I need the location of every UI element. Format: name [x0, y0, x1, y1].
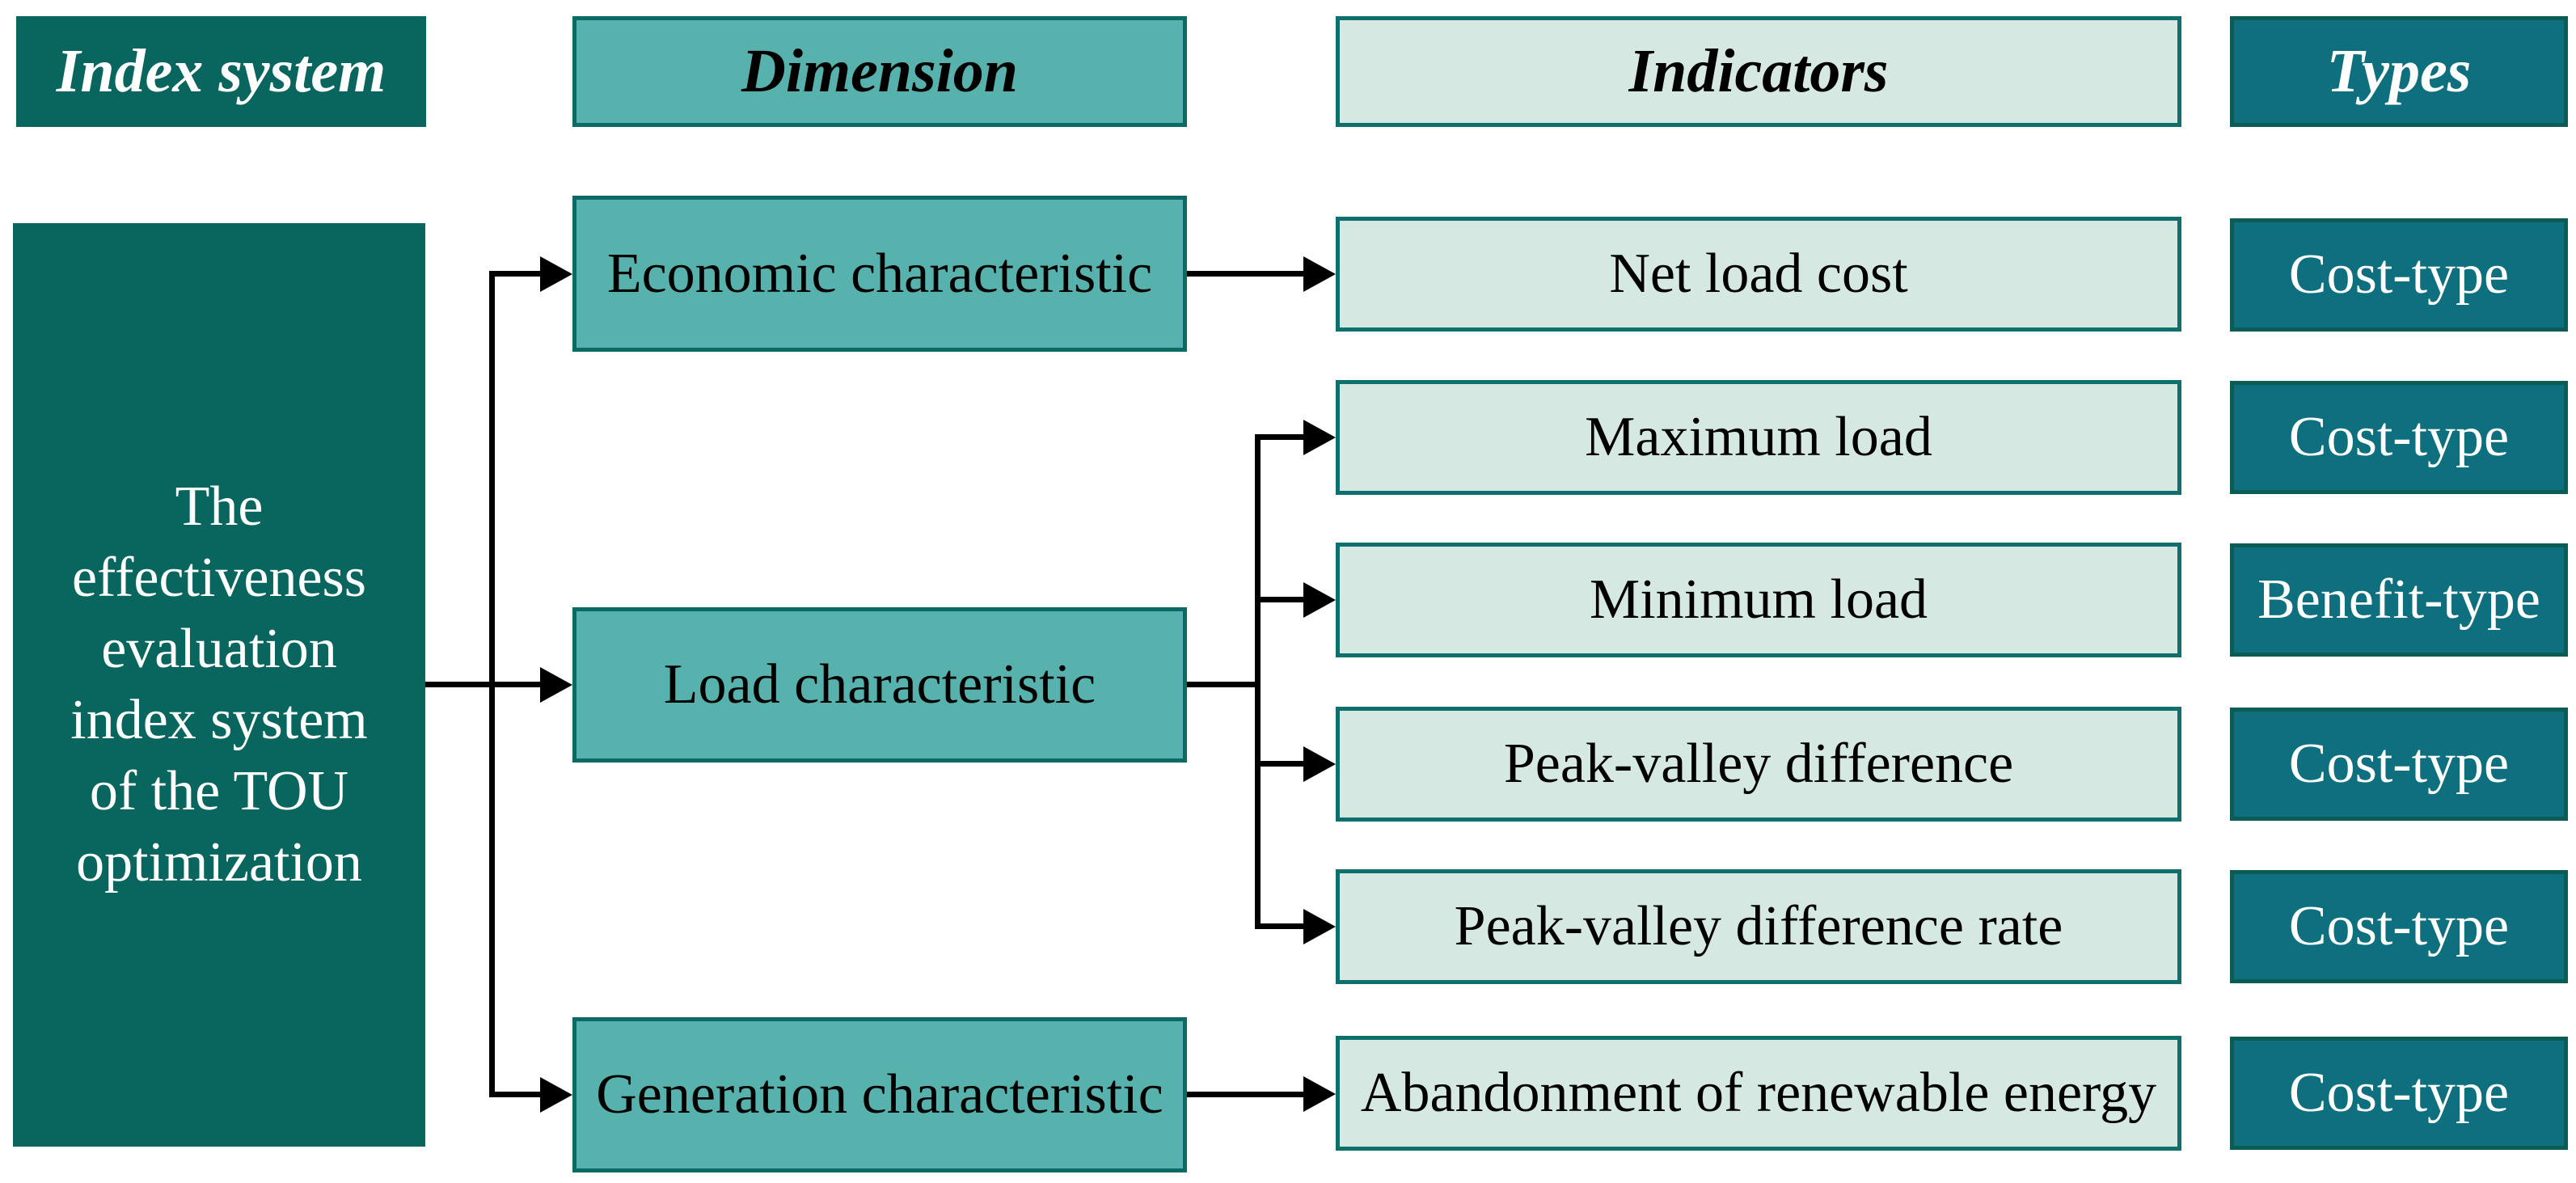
- type-node-peak-valley-difference: Cost-type: [2230, 708, 2568, 821]
- header-dimension: Dimension: [572, 16, 1187, 127]
- arrowhead-maximum-load: [1303, 420, 1336, 455]
- dimension-node-load: Load characteristic: [572, 607, 1187, 763]
- connector-root-trunk: [489, 271, 495, 1097]
- connector-root-out: [425, 682, 543, 687]
- header-index-system: Index system: [16, 16, 426, 127]
- arrowhead-generation: [540, 1077, 572, 1113]
- connector-to-peak-valley-difference-rate: [1255, 923, 1307, 929]
- connector-to-generation: [489, 1092, 543, 1097]
- root-label-line: of the TOU: [89, 760, 349, 822]
- header-indicators: Indicators: [1336, 16, 2181, 127]
- type-node-minimum-load: Benefit-type: [2230, 543, 2568, 657]
- indicator-node-maximum-load: Maximum load: [1336, 380, 2181, 495]
- connector-economic-to-net-load-cost: [1187, 271, 1307, 277]
- indicator-node-net-load-cost: Net load cost: [1336, 217, 2181, 332]
- arrowhead-economic: [540, 256, 572, 292]
- type-node-abandonment-renewable-energy: Cost-type: [2230, 1037, 2568, 1150]
- connector-to-economic: [489, 271, 543, 277]
- header-types: Types: [2230, 16, 2568, 127]
- root-label-line: index system: [70, 689, 368, 751]
- arrowhead-peak-valley-difference: [1303, 746, 1336, 782]
- arrowhead-abandonment: [1303, 1076, 1336, 1112]
- indicator-node-minimum-load: Minimum load: [1336, 543, 2181, 657]
- connector-to-maximum-load: [1255, 434, 1307, 440]
- indicator-node-peak-valley-difference: Peak-valley difference: [1336, 707, 2181, 822]
- indicator-node-abandonment-renewable-energy: Abandonment of renewable energy: [1336, 1036, 2181, 1151]
- type-node-peak-valley-difference-rate: Cost-type: [2230, 870, 2568, 983]
- connector-generation-to-abandonment: [1187, 1092, 1307, 1097]
- arrowhead-minimum-load: [1303, 582, 1336, 618]
- root-node-label: The effectiveness evaluation index syste…: [70, 471, 367, 898]
- root-label-line: effectiveness: [71, 547, 367, 609]
- arrowhead-net-load-cost: [1303, 256, 1336, 292]
- type-node-net-load-cost: Cost-type: [2230, 218, 2568, 332]
- arrowhead-peak-valley-difference-rate: [1303, 909, 1336, 944]
- connector-load-trunk: [1255, 434, 1261, 929]
- connector-to-peak-valley-difference: [1255, 761, 1307, 767]
- dimension-node-generation: Generation characteristic: [572, 1017, 1187, 1172]
- root-label-line: evaluation: [101, 618, 337, 680]
- type-node-maximum-load: Cost-type: [2230, 381, 2568, 494]
- connector-to-minimum-load: [1255, 597, 1307, 602]
- dimension-node-economic: Economic characteristic: [572, 196, 1187, 352]
- root-label-line: optimization: [76, 831, 362, 894]
- indicator-node-peak-valley-difference-rate: Peak-valley difference rate: [1336, 869, 2181, 984]
- arrowhead-load: [540, 667, 572, 703]
- root-node: The effectiveness evaluation index syste…: [13, 223, 425, 1147]
- root-label-line: The: [175, 475, 264, 538]
- connector-load-out: [1187, 682, 1261, 687]
